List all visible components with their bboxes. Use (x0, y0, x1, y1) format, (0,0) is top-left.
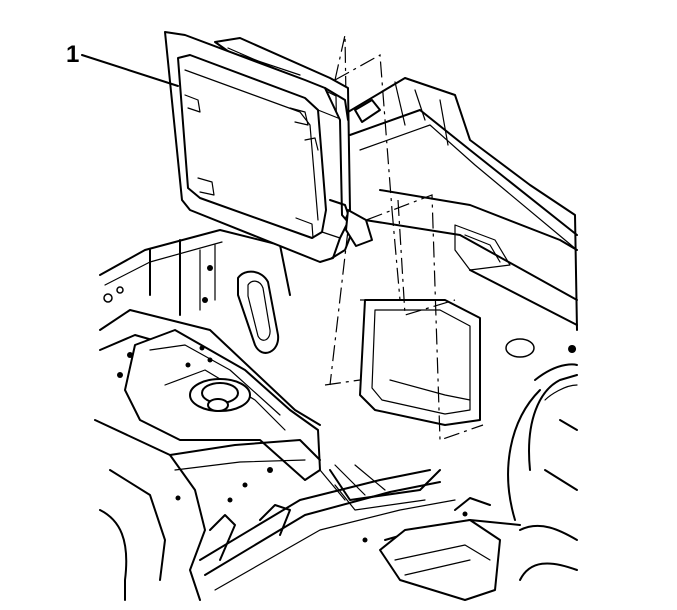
callout-number: 1 (66, 41, 79, 68)
storage-tray-component (164, 31, 381, 263)
vehicle-body-panel (337, 77, 578, 581)
callout-leader-line (81, 54, 179, 87)
floor-slot-opening (237, 270, 280, 354)
floor-structure (94, 229, 521, 601)
callout-1: 1 (66, 41, 179, 87)
rear-sill-bracket (379, 519, 501, 601)
panel-oval-hole (505, 338, 535, 358)
